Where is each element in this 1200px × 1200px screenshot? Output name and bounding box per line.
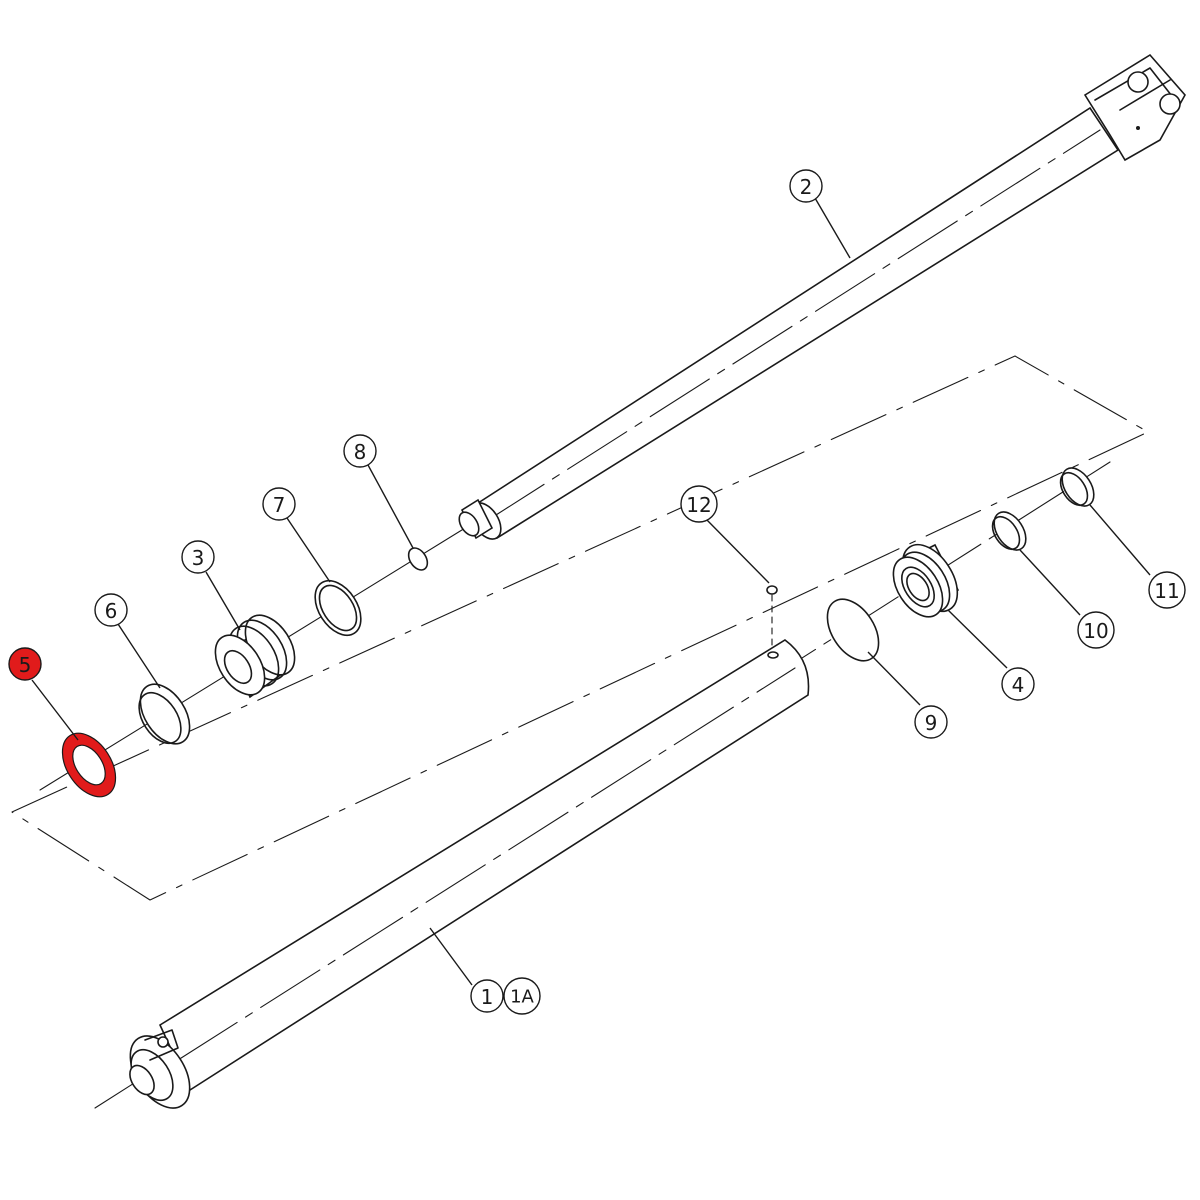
leader-9 — [867, 651, 921, 706]
leader-7 — [286, 517, 331, 583]
leader-8 — [367, 464, 414, 549]
leader-6 — [117, 623, 161, 689]
svg-text:11: 11 — [1154, 579, 1179, 603]
svg-text:8: 8 — [354, 440, 367, 464]
gland — [892, 543, 960, 618]
leader-2 — [814, 197, 851, 259]
svg-text:9: 9 — [925, 711, 938, 735]
leader-11 — [1089, 504, 1151, 576]
callout-1A: 1A — [503, 977, 541, 1015]
callout-8: 8 — [343, 434, 377, 468]
callout-4: 4 — [1001, 667, 1035, 701]
leader-4 — [947, 609, 1008, 669]
svg-text:3: 3 — [192, 546, 205, 570]
leader-10 — [1019, 549, 1081, 616]
piston — [214, 614, 296, 699]
leader-3 — [205, 571, 241, 631]
wiper-seal — [1059, 467, 1095, 507]
leader-5 — [31, 679, 79, 741]
callout-2: 2 — [789, 169, 823, 203]
leader-12 — [704, 517, 770, 584]
leader-1 — [429, 927, 473, 986]
svg-text:5: 5 — [19, 653, 32, 677]
callout-12: 12 — [680, 485, 718, 523]
callout-7: 7 — [262, 487, 296, 521]
callout-10: 10 — [1077, 611, 1115, 649]
port-fitting — [766, 585, 778, 646]
svg-text:10: 10 — [1083, 619, 1108, 643]
highlighted-seal — [61, 732, 117, 798]
svg-text:7: 7 — [273, 493, 286, 517]
piston-rod — [458, 53, 1186, 540]
svg-text:4: 4 — [1012, 673, 1025, 697]
callout-3: 3 — [181, 540, 215, 574]
back-up-ring — [991, 511, 1027, 551]
callout-6: 6 — [94, 593, 128, 627]
svg-text:2: 2 — [800, 175, 813, 199]
wear-ring — [138, 683, 191, 745]
callout-11: 11 — [1148, 571, 1186, 609]
callout-9: 9 — [914, 705, 948, 739]
callout-1: 1 — [470, 979, 504, 1013]
svg-text:1A: 1A — [510, 987, 534, 1008]
detail-group-outline — [11, 355, 1149, 901]
svg-text:1: 1 — [481, 985, 494, 1009]
svg-text:6: 6 — [105, 599, 118, 623]
o-ring-small — [407, 547, 429, 571]
cylinder-barrel — [129, 639, 810, 1109]
piston-seal-ring — [314, 579, 362, 637]
svg-text:12: 12 — [686, 493, 711, 517]
o-ring-large — [826, 598, 880, 662]
callout-5-highlighted: 5 — [8, 647, 42, 681]
